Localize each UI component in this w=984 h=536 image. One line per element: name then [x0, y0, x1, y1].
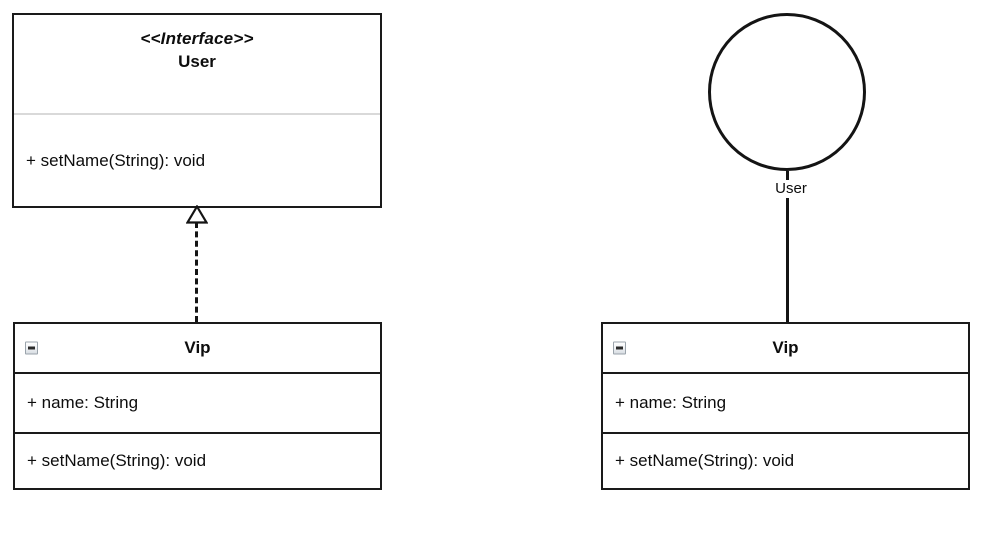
interface-operations-compartment: + setName(String): void: [14, 113, 380, 206]
minus-icon-bar: [28, 346, 35, 350]
minus-icon[interactable]: [25, 341, 38, 355]
class-operations-compartment-right: + setName(String): void: [603, 432, 968, 488]
interface-name: User: [178, 52, 216, 71]
interface-operation-row: + setName(String): void: [26, 150, 206, 170]
realization-dashed-line[interactable]: [195, 222, 198, 322]
class-header-left: Vip: [15, 324, 380, 372]
class-box-vip-right[interactable]: Vip + name: String + setName(String): vo…: [601, 322, 970, 490]
class-operation-row-left: + setName(String): void: [27, 451, 207, 470]
minus-icon[interactable]: [613, 341, 626, 355]
class-name-right: Vip: [772, 338, 799, 357]
interface-stereotype: <<Interface>>: [140, 29, 254, 48]
circle-icon[interactable]: [708, 13, 866, 171]
minus-icon-bar: [616, 346, 623, 350]
class-header-right: Vip: [603, 324, 968, 372]
class-attributes-compartment-left: + name: String: [15, 372, 380, 432]
class-operations-compartment-left: + setName(String): void: [15, 432, 380, 488]
class-attributes-compartment-right: + name: String: [603, 372, 968, 432]
class-box-vip-left[interactable]: Vip + name: String + setName(String): vo…: [13, 322, 382, 490]
class-attribute-row-left: + name: String: [27, 393, 139, 412]
interface-realization-line[interactable]: [786, 171, 789, 322]
class-name-left: Vip: [184, 338, 211, 357]
class-attribute-row-right: + name: String: [615, 393, 727, 412]
lollipop-interface-label: User: [737, 180, 845, 198]
interface-header: <<Interface>> User: [14, 15, 380, 113]
interface-box-user[interactable]: <<Interface>> User + setName(String): vo…: [12, 13, 382, 208]
class-operation-row-right: + setName(String): void: [615, 451, 795, 470]
